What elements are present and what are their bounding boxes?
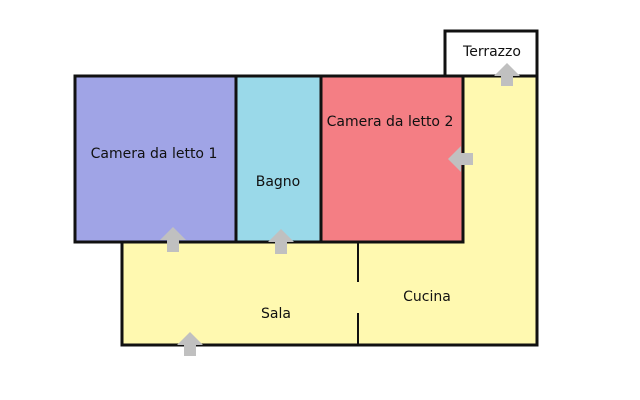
room-bathroom xyxy=(236,76,321,242)
label-terrace: Terrazzo xyxy=(462,44,521,60)
room-bedroom1 xyxy=(75,76,236,242)
door-arrow-terrace-icon xyxy=(494,63,520,86)
door-arrow-bedroom1-icon xyxy=(160,227,186,252)
label-living: Sala xyxy=(261,306,291,322)
door-arrow-bathroom-icon xyxy=(268,229,294,254)
door-arrow-entrance-icon xyxy=(177,332,203,356)
label-bedroom1: Camera da letto 1 xyxy=(91,146,218,162)
walls xyxy=(73,74,539,347)
door-arrow-bedroom2-icon xyxy=(448,146,473,172)
room-terrace xyxy=(443,29,539,78)
label-kitchen: Cucina xyxy=(403,289,451,305)
label-bedroom2: Camera da letto 2 xyxy=(327,114,454,130)
living-kitchen-area xyxy=(122,76,537,345)
room-bedroom2 xyxy=(321,76,463,242)
label-bathroom: Bagno xyxy=(256,174,301,190)
